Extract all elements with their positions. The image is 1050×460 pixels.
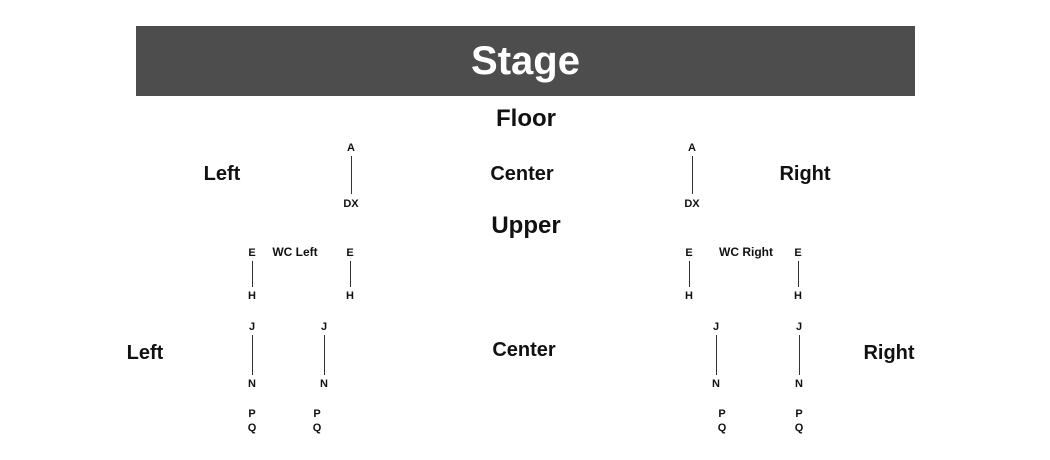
upper-right-label[interactable]: Right: [863, 342, 915, 364]
floor-right-aisle-bottom-row: DX: [684, 198, 700, 210]
wc-left-aisle-1-line: [252, 261, 253, 287]
stage-bar: Stage: [136, 26, 915, 96]
floor-left-label[interactable]: Left: [203, 163, 241, 185]
wc-right-aisle-1-bottom-row: H: [685, 290, 693, 302]
upper-left-aisle-1-top-row: J: [248, 321, 256, 333]
upper-right-aisle-2-row-q: Q: [794, 422, 804, 434]
floor-left-aisle-bottom-row: DX: [343, 198, 359, 210]
wc-right-aisle-2-line: [798, 261, 799, 287]
upper-left-label[interactable]: Left: [126, 342, 164, 364]
floor-right-aisle-top-row: A: [688, 142, 696, 154]
upper-right-aisle-1-bottom-row: N: [712, 378, 720, 390]
floor-left-aisle-line: [351, 156, 352, 194]
floor-title: Floor: [496, 105, 556, 132]
upper-right-aisle-1-top-row: J: [712, 321, 720, 333]
upper-left-aisle-1-line: [252, 335, 253, 375]
upper-left-aisle-1-bottom-row: N: [248, 378, 256, 390]
upper-title: Upper: [491, 212, 561, 239]
wc-left-aisle-1-bottom-row: H: [248, 290, 256, 302]
upper-left-aisle-2-line: [324, 335, 325, 375]
wc-right-aisle-2-bottom-row: H: [794, 290, 802, 302]
upper-right-aisle-2-bottom-row: N: [795, 378, 803, 390]
upper-left-aisle-1-row-p: P: [248, 408, 256, 420]
wc-right-aisle-1-line: [689, 261, 690, 287]
wc-left-aisle-2-top-row: E: [346, 247, 354, 259]
wc-left-aisle-2-line: [350, 261, 351, 287]
upper-right-aisle-1-row-q: Q: [717, 422, 727, 434]
upper-right-aisle-2-line: [799, 335, 800, 375]
wc-right-label[interactable]: WC Right: [719, 245, 773, 259]
wc-right-aisle-2-top-row: E: [794, 247, 802, 259]
wc-left-aisle-1-top-row: E: [248, 247, 256, 259]
upper-left-aisle-2-bottom-row: N: [320, 378, 328, 390]
floor-right-aisle-line: [692, 156, 693, 194]
floor-right-label[interactable]: Right: [779, 163, 831, 185]
upper-right-aisle-1-row-p: P: [718, 408, 726, 420]
upper-center-label[interactable]: Center: [492, 339, 556, 361]
stage-label: Stage: [471, 38, 580, 83]
wc-left-label[interactable]: WC Left: [272, 245, 318, 259]
upper-left-aisle-2-top-row: J: [320, 321, 328, 333]
floor-center-label[interactable]: Center: [490, 163, 554, 185]
upper-right-aisle-2-top-row: J: [795, 321, 803, 333]
wc-right-aisle-1-top-row: E: [685, 247, 693, 259]
upper-left-aisle-1-row-q: Q: [247, 422, 257, 434]
upper-right-aisle-1-line: [716, 335, 717, 375]
upper-left-aisle-2-row-q: Q: [312, 422, 322, 434]
upper-left-aisle-2-row-p: P: [313, 408, 321, 420]
floor-left-aisle-top-row: A: [347, 142, 355, 154]
upper-right-aisle-2-row-p: P: [795, 408, 803, 420]
wc-left-aisle-2-bottom-row: H: [346, 290, 354, 302]
